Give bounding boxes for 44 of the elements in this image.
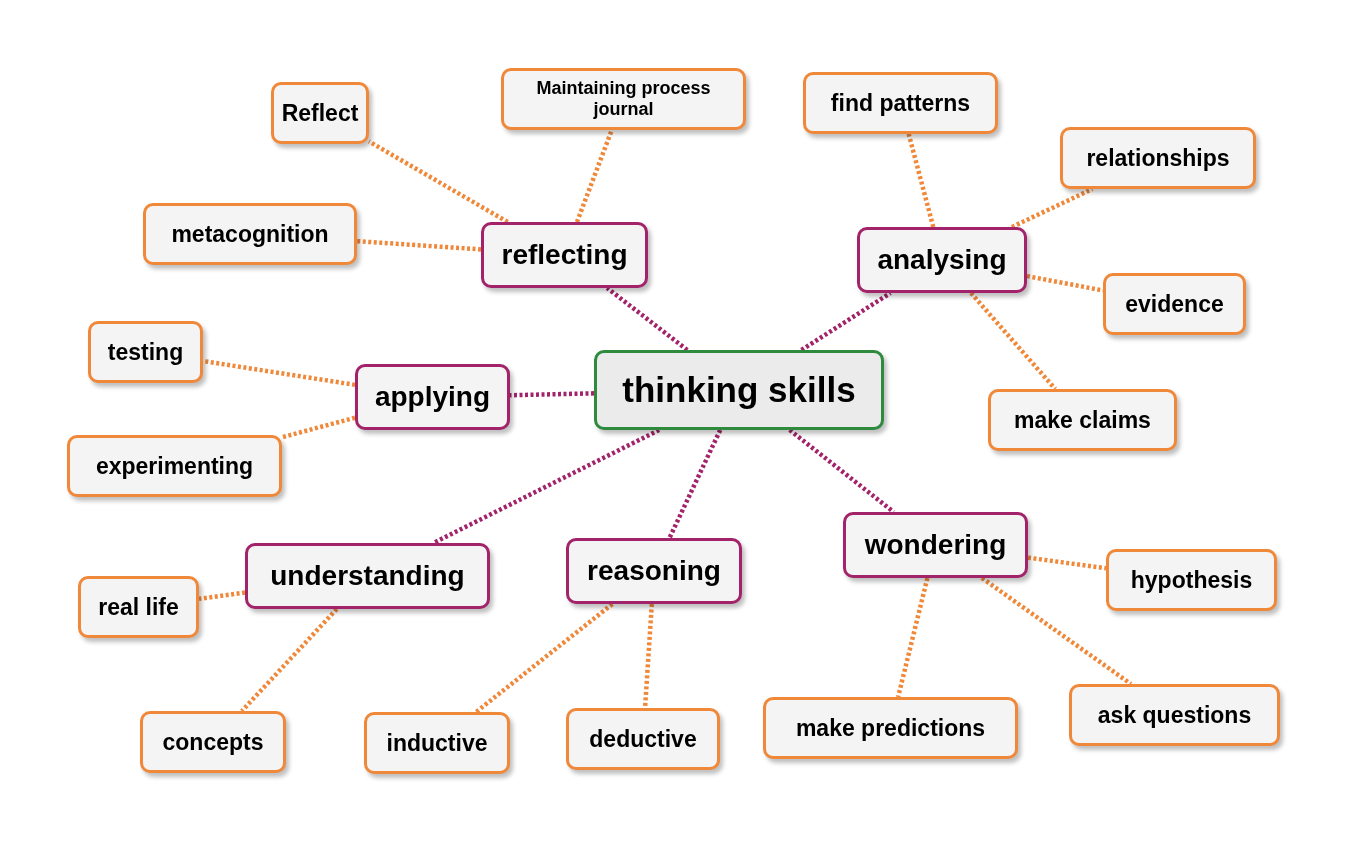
dotted-connector [474, 602, 614, 714]
branch-topic-box: applying [355, 364, 510, 430]
central-topic-box: thinking skills [594, 350, 884, 430]
subtopic-box: real life [78, 576, 199, 638]
branch-topic-box: reflecting [481, 222, 648, 288]
subtopic-box: inductive [364, 712, 510, 774]
subtopic-box: ask questions [1069, 684, 1280, 746]
dotted-connector [356, 238, 482, 252]
subtopic-box: experimenting [67, 435, 282, 497]
subtopic-box: metacognition [143, 203, 357, 265]
dotted-connector [969, 291, 1057, 391]
dotted-connector [198, 590, 246, 602]
dotted-connector [367, 139, 509, 224]
dotted-connector [642, 603, 655, 709]
dotted-connector [895, 577, 930, 698]
dotted-connector [788, 428, 896, 514]
subtopic-box: Maintaining process journal [501, 68, 746, 130]
dotted-connector [980, 576, 1133, 686]
subtopic-box: testing [88, 321, 203, 383]
subtopic-box: make claims [988, 389, 1177, 451]
dotted-connector [509, 391, 595, 398]
dotted-connector [281, 415, 356, 440]
subtopic-box: deductive [566, 708, 720, 770]
dotted-connector [605, 286, 689, 352]
branch-topic-box: wondering [843, 512, 1028, 578]
subtopic-box: Reflect [271, 82, 369, 144]
branch-topic-box: reasoning [566, 538, 742, 604]
dotted-connector [240, 607, 339, 713]
branch-topic-box: understanding [245, 543, 490, 609]
dotted-connector [906, 133, 936, 228]
dotted-connector [574, 129, 614, 223]
dotted-connector [667, 429, 723, 539]
subtopic-box: evidence [1103, 273, 1246, 335]
branch-topic-box: analysing [857, 227, 1027, 293]
dotted-connector [1026, 273, 1104, 293]
subtopic-box: relationships [1060, 127, 1256, 189]
subtopic-box: hypothesis [1106, 549, 1277, 611]
dotted-connector [202, 358, 356, 388]
dotted-connector [1027, 555, 1107, 571]
subtopic-box: find patterns [803, 72, 998, 134]
subtopic-box: concepts [140, 711, 286, 773]
dotted-connector [432, 428, 661, 545]
dotted-connector [800, 291, 892, 352]
subtopic-box: make predictions [763, 697, 1018, 759]
